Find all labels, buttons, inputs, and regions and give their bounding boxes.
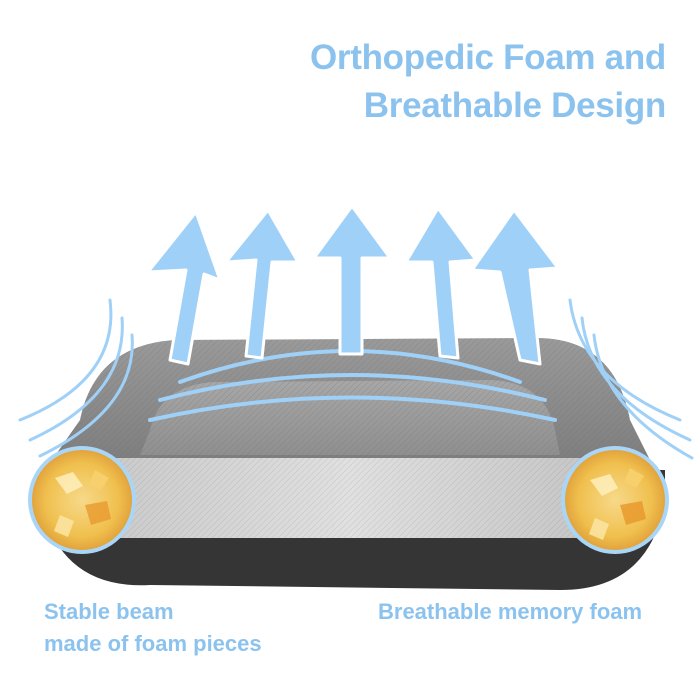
caption-right-text: Breathable memory foam (378, 599, 643, 624)
caption-stable-beam: Stable beam made of foam pieces (44, 596, 262, 660)
caption-memory-foam: Breathable memory foam (378, 596, 642, 628)
foam-cross-section-right (561, 446, 669, 554)
headline: Orthopedic Foam and Breathable Design (310, 34, 666, 130)
headline-line-1: Orthopedic Foam and (310, 38, 666, 77)
caption-left-line-1: Stable beam (44, 599, 174, 624)
caption-left-line-2: made of foam pieces (44, 631, 262, 656)
headline-line-2: Breathable Design (363, 86, 667, 125)
pet-bed (40, 338, 665, 590)
airflow-wave-icon (18, 298, 694, 460)
foam-cross-section-left (28, 446, 136, 554)
arrow-up-icon (146, 204, 560, 366)
